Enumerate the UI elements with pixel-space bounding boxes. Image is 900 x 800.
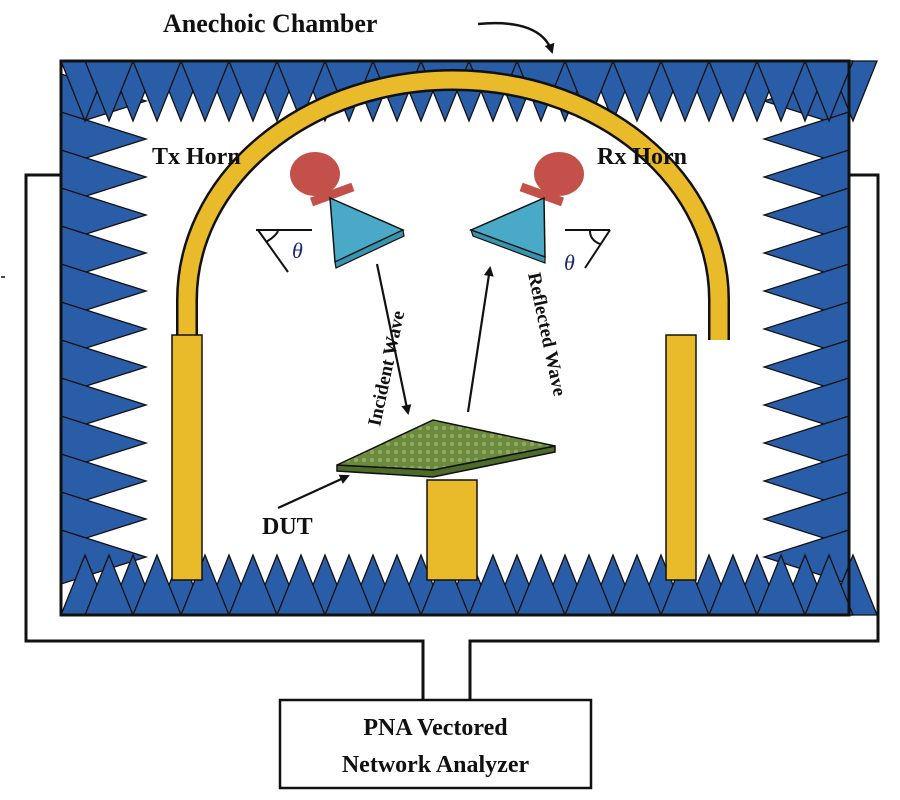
arch-fixture [171,69,730,581]
angle-right-icon [565,229,611,269]
analyzer-box [278,698,593,790]
rx-horn [468,152,584,264]
tx-horn-mount-icon [290,152,340,196]
tx-horn-label: Tx Horn [152,144,241,170]
tx-horn [290,152,405,269]
incident-arrow-icon [375,263,412,415]
absorber-wedges [60,60,878,616]
theta-right-label: θ [564,250,575,275]
left-post [171,334,203,581]
dut-pedestal [426,479,478,581]
dut-pointer-icon [277,474,350,510]
dut-label: DUT [262,514,313,540]
theta-left-label: θ [292,238,303,263]
rx-horn-mount-icon [534,152,584,196]
dut-board [336,419,556,478]
analyzer-label-line1: PNA Vectored [363,715,508,741]
chamber-pointer-icon [477,21,555,54]
right-post [665,334,697,581]
rx-horn-label: Rx Horn [597,144,687,170]
angle-left-icon [256,229,312,273]
network-analyzer: PNA Vectored Network Analyzer [278,698,593,790]
reflected-arrow-icon [466,266,494,413]
chamber-label: Anechoic Chamber [163,9,377,38]
chamber-wall [59,59,851,617]
analyzer-label-line2: Network Analyzer [342,752,530,778]
